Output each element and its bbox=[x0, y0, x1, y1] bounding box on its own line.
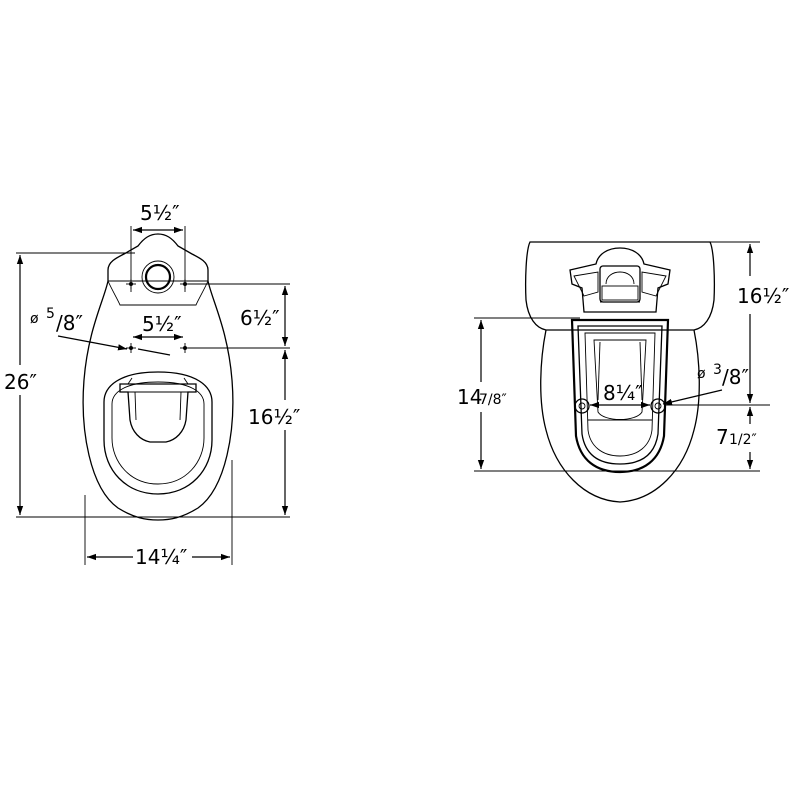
leader-hole-diameter bbox=[662, 389, 723, 405]
dim-tank-height: 16½″ bbox=[737, 284, 789, 308]
top-bowl-outline bbox=[540, 329, 700, 503]
dim-overall-width: 14¼″ bbox=[135, 545, 187, 569]
front-seat-hinge bbox=[119, 383, 197, 443]
dim-overall-height: 26″ bbox=[4, 370, 37, 394]
floor-bolt-left bbox=[126, 343, 136, 353]
front-tank-section bbox=[107, 280, 209, 306]
top-bolt-left bbox=[574, 398, 590, 414]
dim-bolt-to-front-frac: 1/2″ bbox=[729, 432, 757, 448]
dim-bowl-height: 16½″ bbox=[248, 405, 300, 429]
front-toilet-outline bbox=[82, 233, 234, 521]
dim-hole-diameter-den: /8″ bbox=[722, 365, 749, 389]
dim-tank-hole-spacing: 5½″ bbox=[140, 201, 180, 225]
dim-bolt-spacing: 8¼″ bbox=[603, 381, 643, 405]
dim-tank-to-bolt-height: 6½″ bbox=[240, 306, 280, 330]
dim-bolt-hole-diameter-symbol: ø bbox=[30, 311, 39, 327]
top-view: 16½″ 14 7/8″ ø 3 /8″ 8¼″ 7 1/2″ bbox=[457, 241, 789, 503]
dim-bolt-to-front-whole: 7 bbox=[716, 425, 729, 449]
top-seat-frame bbox=[570, 318, 670, 474]
dim-bowl-depth-whole: 14 bbox=[457, 385, 482, 409]
dim-floor-bolt-spacing: 5½″ bbox=[142, 312, 182, 336]
dim-hole-diameter-symbol: ø bbox=[697, 366, 706, 382]
flush-valve-hole bbox=[144, 263, 172, 291]
dim-bolt-hole-diameter-num: 5 bbox=[46, 306, 55, 322]
front-view: 26″ 5½″ ø 5 /8″ 5½″ 6½″ 16½″ 14¼″ bbox=[4, 201, 300, 569]
leader-bolt-hole-diameter bbox=[57, 335, 128, 351]
top-bolt-right bbox=[650, 398, 666, 414]
front-bowl-rim bbox=[103, 371, 213, 495]
dim-bolt-hole-diameter-den: /8″ bbox=[56, 311, 83, 335]
dim-hole-diameter-num: 3 bbox=[713, 362, 722, 378]
dim-bowl-depth-frac: 7/8″ bbox=[479, 392, 507, 408]
